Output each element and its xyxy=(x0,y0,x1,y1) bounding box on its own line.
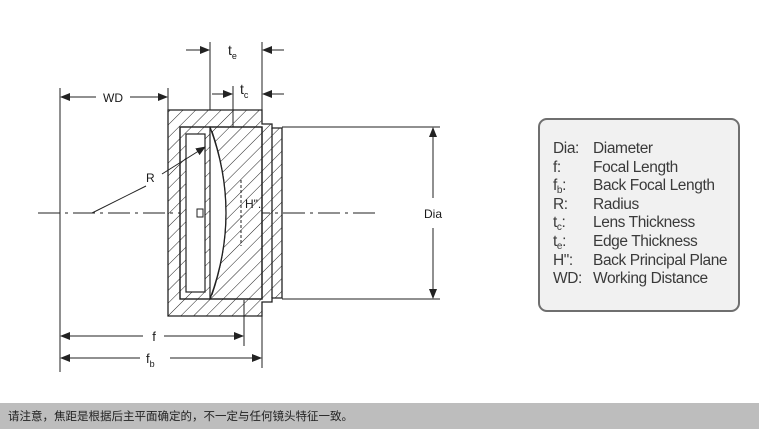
legend-text: Back Focal Length xyxy=(593,177,715,195)
extension-lines xyxy=(59,42,440,372)
legend-text: Edge Thickness xyxy=(593,232,698,250)
legend-key: WD: xyxy=(553,270,582,288)
fb-subscript: b xyxy=(150,359,155,369)
legend-key: Dia: xyxy=(553,140,579,157)
legend-text: Radius xyxy=(593,195,639,213)
legend-text: Diameter xyxy=(593,140,653,157)
legend-text: Focal Length xyxy=(593,158,678,176)
legend-row-h: H": Back Principal Plane xyxy=(553,252,738,271)
f-label: f xyxy=(152,329,156,344)
retaining-ring xyxy=(179,126,211,300)
legend-box: Dia: Diameter f: Focal Length fb: Back F… xyxy=(538,118,740,312)
legend-key: H": xyxy=(553,251,573,269)
tc-label: t xyxy=(240,81,244,97)
te-dimension: te xyxy=(186,42,284,61)
legend-row-wd: WD: Working Distance xyxy=(553,270,738,289)
legend-row-te: te: Edge Thickness xyxy=(553,233,738,252)
center-mark xyxy=(196,208,204,218)
legend-row-fb: fb: Back Focal Length xyxy=(553,177,738,196)
note-text: 请注意，焦距是根据后主平面确定的，不一定与任何镜头特征一致。 xyxy=(8,409,353,423)
dia-label: Dia xyxy=(424,207,442,221)
wd-dimension: WD xyxy=(60,91,168,105)
legend-key: te: xyxy=(553,232,567,252)
legend-row-tc: tc: Lens Thickness xyxy=(553,214,738,233)
svg-text:te: te xyxy=(228,42,237,61)
tc-subscript: c xyxy=(244,90,249,100)
te-label: t xyxy=(228,42,232,58)
legend-key: R: xyxy=(553,195,568,213)
legend-key: tc: xyxy=(553,214,566,234)
lens-curved-face xyxy=(211,130,227,296)
fb-label: f xyxy=(146,351,150,366)
h-label: H". xyxy=(245,197,261,211)
svg-text:fb: fb xyxy=(146,351,155,369)
legend-text: Lens Thickness xyxy=(593,214,695,232)
wd-label: WD xyxy=(103,91,123,105)
legend-row-dia: Dia: Diameter xyxy=(553,140,738,159)
f-dimension: f xyxy=(60,329,244,344)
fb-dimension: fb xyxy=(60,351,262,369)
legend-text: Back Principal Plane xyxy=(593,251,728,269)
tc-dimension: tc xyxy=(212,81,284,100)
note-bar: 请注意，焦距是根据后主平面确定的，不一定与任何镜头特征一致。 xyxy=(0,403,759,429)
radius-leader: R xyxy=(91,146,206,214)
te-subscript: e xyxy=(232,51,237,61)
svg-text:tc: tc xyxy=(240,81,249,100)
legend-key: f: xyxy=(553,158,561,176)
dia-dimension: Dia xyxy=(424,127,442,299)
legend-key: fb: xyxy=(553,177,567,197)
legend-row-r: R: Radius xyxy=(553,196,738,215)
r-label: R xyxy=(146,171,155,185)
legend-row-f: f: Focal Length xyxy=(553,159,738,178)
legend-text: Working Distance xyxy=(593,270,708,288)
